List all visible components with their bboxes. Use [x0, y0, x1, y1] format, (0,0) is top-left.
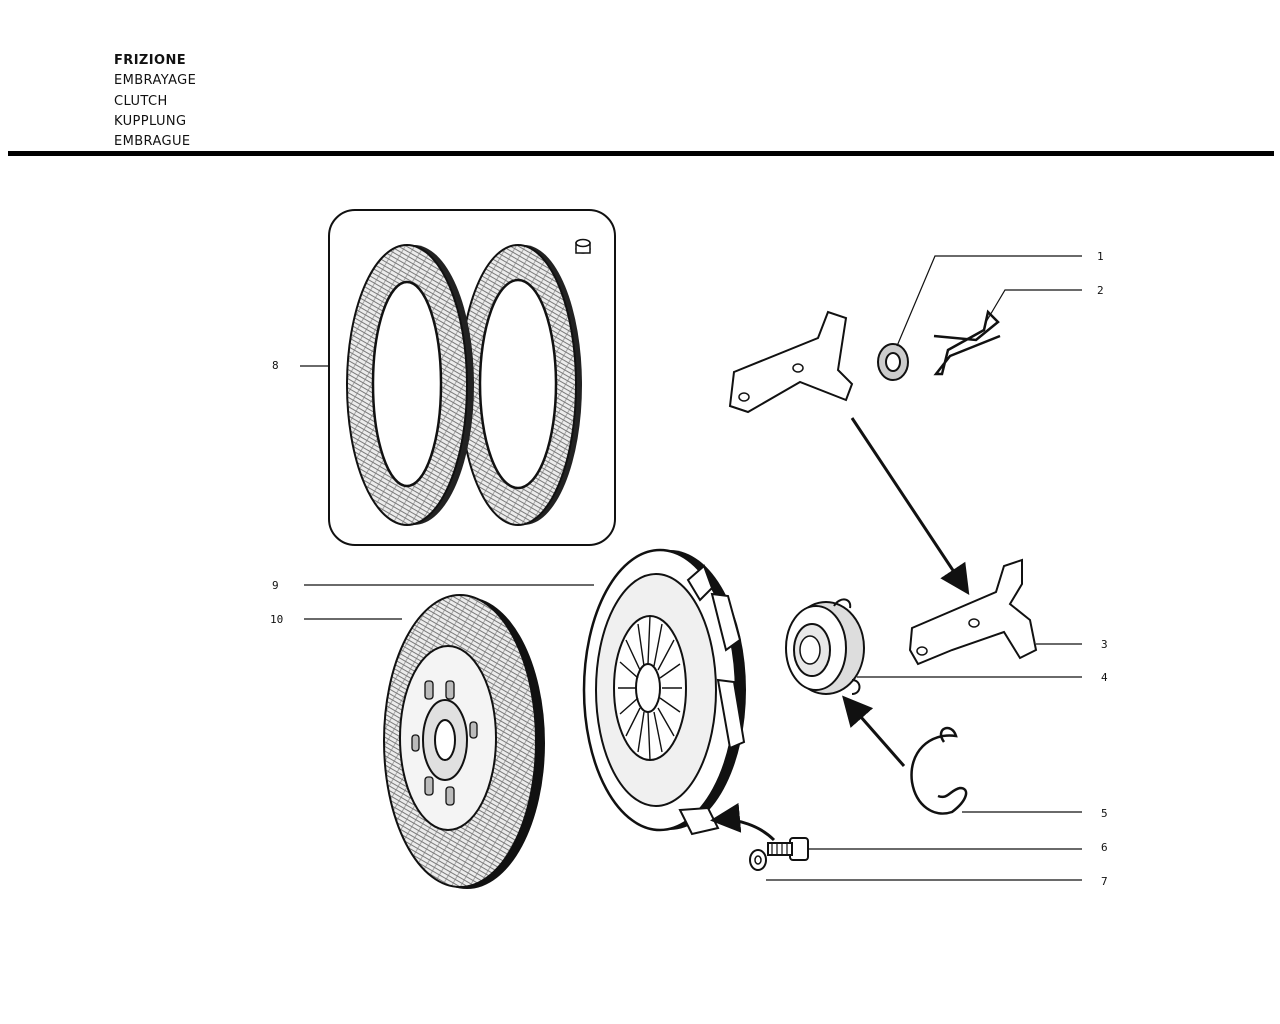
- lining-rivet: [575, 238, 591, 254]
- linings-inset-frame: [328, 209, 616, 546]
- bolt-assembly-arrow: [710, 802, 776, 842]
- title-french: EMBRAYAGE: [114, 73, 197, 89]
- leader-line-2: [985, 289, 1082, 323]
- pressure-plate: [582, 548, 746, 836]
- release-bearing: [785, 598, 865, 695]
- friction-lining-front: [346, 244, 474, 526]
- retaining-spring: [933, 309, 1001, 376]
- friction-linings-group: [328, 209, 616, 546]
- leader-lines: [300, 255, 1082, 881]
- leader-line-1: [896, 255, 1082, 347]
- callout-9: 9: [272, 579, 279, 592]
- callout-10: 10: [270, 613, 283, 626]
- release-fork-lower: [908, 558, 1038, 666]
- callout-3: 3: [1101, 638, 1108, 651]
- title-italian: FRIZIONE: [114, 53, 187, 68]
- callout-4: 4: [1101, 671, 1108, 684]
- fork-assembly-arrow: [850, 417, 970, 596]
- bushing: [877, 343, 909, 381]
- friction-lining-rear: [459, 244, 582, 526]
- callout-6: 6: [1101, 841, 1108, 854]
- callout-8: 8: [272, 359, 279, 372]
- clutch-disc: [383, 594, 545, 889]
- callout-1: 1: [1097, 250, 1104, 263]
- title-spanish: EMBRAGUE: [114, 134, 191, 150]
- callout-2: 2: [1097, 284, 1104, 297]
- bolt: [767, 837, 809, 861]
- spring-washer: [749, 849, 767, 871]
- callout-7: 7: [1101, 875, 1108, 888]
- clip-assembly-arrow: [842, 695, 906, 767]
- header-rule: [8, 151, 1274, 156]
- title-english: CLUTCH: [114, 93, 168, 109]
- title-german: KUPPLUNG: [114, 113, 187, 129]
- release-fork-upper: [728, 310, 854, 414]
- retaining-clip: [910, 726, 968, 815]
- callout-5: 5: [1101, 807, 1108, 820]
- page-titles: FRIZIONE EMBRAYAGE CLUTCH KUPPLUNG EMBRA…: [114, 51, 196, 152]
